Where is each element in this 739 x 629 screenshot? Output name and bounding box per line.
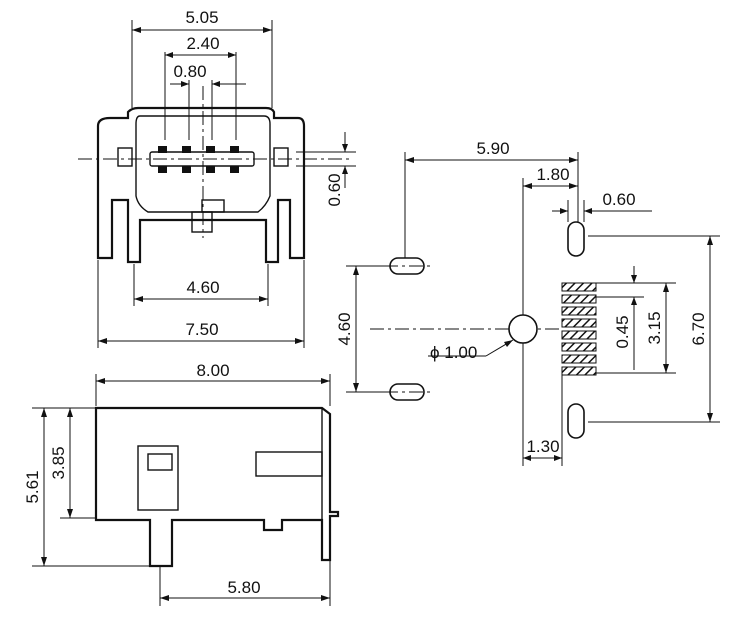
pin — [182, 146, 191, 153]
pad — [561, 294, 597, 304]
pcb-footprint: 5.90 1.80 0.60 4.60 ϕ 1.00 0.45 — [335, 139, 720, 466]
dim-5-05: 5.05 — [185, 8, 218, 27]
dim-4-60-footprint: 4.60 — [335, 312, 354, 345]
dim-0-80: 0.80 — [173, 62, 206, 81]
right-slot-bottom — [567, 403, 585, 439]
dim-3-15: 3.15 — [645, 311, 664, 344]
right-slot-top — [567, 221, 585, 257]
side-view: 8.00 5.61 3.85 5.80 — [23, 361, 340, 606]
side-view-pin-slot — [147, 453, 173, 471]
dim-4-60-top: 4.60 — [186, 278, 219, 297]
pin — [206, 146, 215, 153]
dim-2-40: 2.40 — [186, 34, 219, 53]
pin — [158, 146, 167, 153]
top-view-right-tab — [273, 147, 289, 167]
pad — [561, 366, 597, 376]
pad — [561, 318, 597, 328]
side-view-tongue — [255, 451, 323, 477]
dim-8-00: 8.00 — [196, 361, 229, 380]
dim-5-80: 5.80 — [227, 578, 260, 597]
pad — [561, 330, 597, 340]
dim-7-50: 7.50 — [185, 320, 218, 339]
pad — [561, 306, 597, 316]
side-view-pin-window — [137, 445, 179, 511]
top-view-peg — [191, 211, 213, 233]
top-view-pins — [158, 146, 239, 173]
dim-1-80: 1.80 — [536, 165, 569, 184]
dim-3-85: 3.85 — [49, 446, 68, 479]
pin — [230, 166, 239, 173]
pad — [561, 354, 597, 364]
top-view-outer-shield — [96, 106, 306, 264]
dim-0-60-slot: 0.60 — [602, 190, 635, 209]
dim-1-30: 1.30 — [526, 437, 559, 456]
dim-5-61: 5.61 — [23, 470, 42, 503]
pin — [182, 166, 191, 173]
pin — [206, 166, 215, 173]
pin — [230, 146, 239, 153]
dim-0-60: 0.60 — [325, 173, 344, 206]
top-view-left-tab — [117, 147, 133, 167]
pad — [561, 282, 597, 292]
side-view-body — [94, 406, 340, 568]
pad — [561, 342, 597, 352]
dim-6-70: 6.70 — [689, 312, 708, 345]
signal-pads — [561, 282, 597, 376]
dim-0-45: 0.45 — [613, 315, 632, 348]
top-view-key — [201, 199, 225, 213]
top-view: 5.05 2.40 0.80 0.60 4.60 7.50 — [78, 8, 356, 348]
locating-hole — [508, 314, 538, 344]
dim-5-90: 5.90 — [476, 139, 509, 158]
top-view-inner-housing — [135, 115, 271, 213]
pin — [158, 166, 167, 173]
dim-phi-1-00: ϕ 1.00 — [430, 343, 477, 362]
